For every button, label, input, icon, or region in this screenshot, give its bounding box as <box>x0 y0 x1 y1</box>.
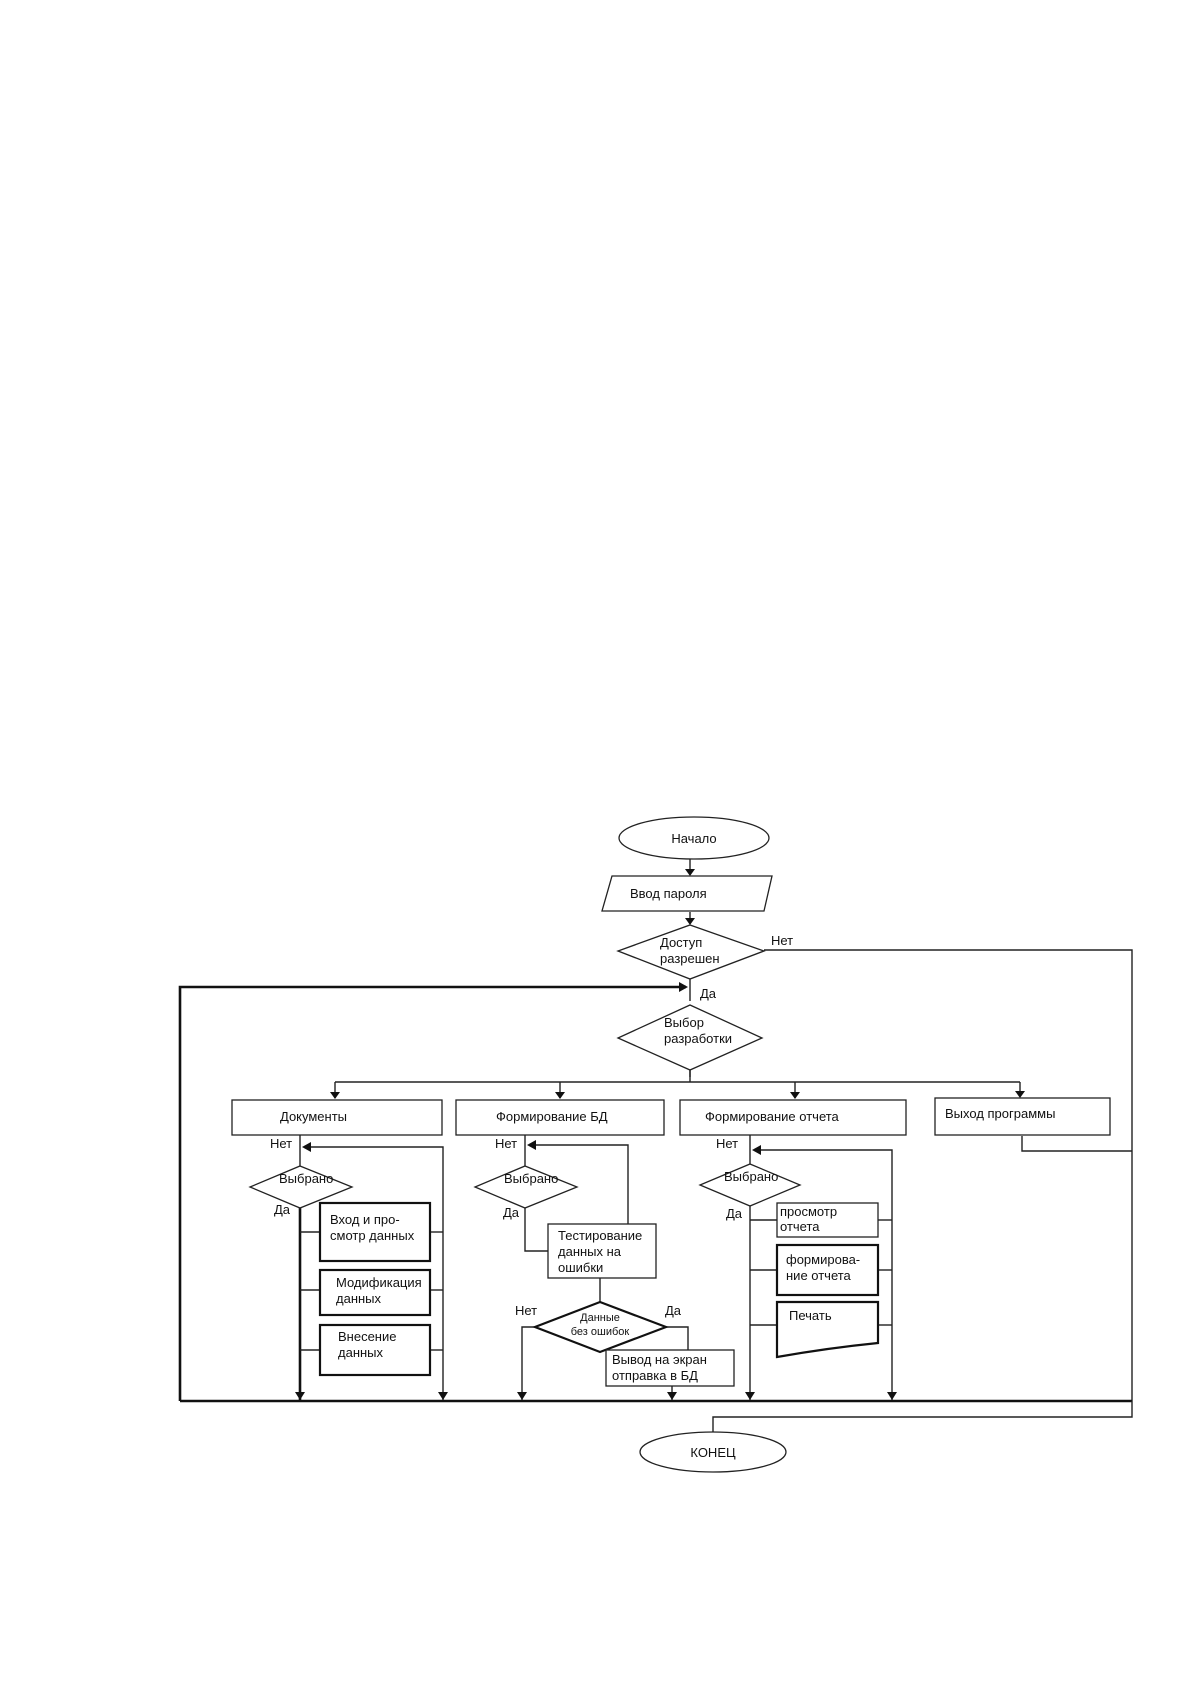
db-check-decision: Данные без ошибок <box>531 1300 670 1354</box>
db-check-line-2: без ошибок <box>571 1326 630 1338</box>
module-documents-label: Документы <box>280 1109 347 1124</box>
end-node: КОНЕЦ <box>639 1431 787 1473</box>
documents-item-view-line-1: Вход и про- <box>330 1212 400 1227</box>
report-item-view: просмотр отчета <box>776 1202 879 1238</box>
access-yes-label: Да <box>700 986 717 1001</box>
module-exit-label: Выход программы <box>945 1106 1055 1121</box>
module-report-forming: Формирование отчета <box>679 1099 907 1136</box>
module-db-forming-label: Формирование БД <box>496 1109 608 1124</box>
choice-decision-line-1: Выбор <box>664 1015 704 1030</box>
documents-yes-label: Да <box>274 1202 291 1217</box>
access-decision-node: Доступ разрешен <box>616 924 766 980</box>
report-yes-label: Да <box>726 1206 743 1221</box>
db-output-node: Вывод на экран отправка в БД <box>605 1349 735 1387</box>
report-item-forming-line-2: ние отчета <box>786 1268 852 1283</box>
report-item-forming-line-1: формирова- <box>786 1252 860 1267</box>
documents-item-modify: Модификация данных <box>318 1268 432 1317</box>
access-decision-line-2: разрешен <box>660 951 720 966</box>
db-selected-label: Выбрано <box>504 1171 558 1186</box>
db-test-line-1: Тестирование <box>558 1228 642 1243</box>
db-output-line-1: Вывод на экран <box>612 1352 707 1367</box>
db-output-line-2: отправка в БД <box>612 1368 698 1383</box>
report-selected-decision: Выбрано <box>698 1163 802 1207</box>
module-db-forming: Формирование БД <box>455 1099 665 1136</box>
connectors <box>178 858 1133 1432</box>
db-selected-decision: Выбрано <box>473 1165 579 1209</box>
start-label: Начало <box>671 831 716 846</box>
db-test-line-2: данных на <box>558 1244 622 1259</box>
module-report-forming-label: Формирование отчета <box>705 1109 840 1124</box>
report-item-print: Печать <box>775 1300 880 1359</box>
documents-selected-decision: Выбрано <box>248 1165 354 1209</box>
documents-item-view-line-2: смотр данных <box>330 1228 415 1243</box>
choice-decision-node: Выбор разработки <box>616 1004 764 1071</box>
access-decision-line-1: Доступ <box>660 935 702 950</box>
db-no-label: Нет <box>495 1136 517 1151</box>
report-item-view-line-2: отчета <box>780 1219 820 1234</box>
documents-item-modify-line-2: данных <box>336 1291 382 1306</box>
module-documents: Документы <box>231 1099 443 1136</box>
access-no-label: Нет <box>771 933 793 948</box>
documents-item-insert-line-2: данных <box>338 1345 384 1360</box>
end-label: КОНЕЦ <box>690 1445 736 1460</box>
documents-selected-label: Выбрано <box>279 1171 333 1186</box>
report-item-print-label: Печать <box>789 1308 832 1323</box>
report-item-forming: формирова- ние отчета <box>775 1243 880 1297</box>
password-input-node: Ввод пароля <box>601 875 773 912</box>
start-node: Начало <box>618 816 770 860</box>
report-item-view-line-1: просмотр <box>780 1204 837 1219</box>
db-yes-label: Да <box>503 1205 520 1220</box>
db-check-line-1: Данные <box>580 1312 620 1324</box>
db-check-no-label: Нет <box>515 1303 537 1318</box>
arrowheads <box>295 869 1025 1400</box>
db-test-node: Тестирование данных на ошибки <box>547 1223 657 1279</box>
documents-item-insert-line-1: Внесение <box>338 1329 396 1344</box>
documents-no-label: Нет <box>270 1136 292 1151</box>
report-selected-label: Выбрано <box>724 1169 778 1184</box>
choice-decision-line-2: разработки <box>664 1031 732 1046</box>
password-input-label: Ввод пароля <box>630 886 707 901</box>
documents-item-modify-line-1: Модификация <box>336 1275 422 1290</box>
db-check-yes-label: Да <box>665 1303 682 1318</box>
documents-item-insert: Внесение данных <box>318 1323 432 1377</box>
module-exit: Выход программы <box>934 1097 1111 1136</box>
documents-item-view: Вход и про- смотр данных <box>318 1201 432 1263</box>
db-test-line-3: ошибки <box>558 1260 603 1275</box>
report-no-label: Нет <box>716 1136 738 1151</box>
